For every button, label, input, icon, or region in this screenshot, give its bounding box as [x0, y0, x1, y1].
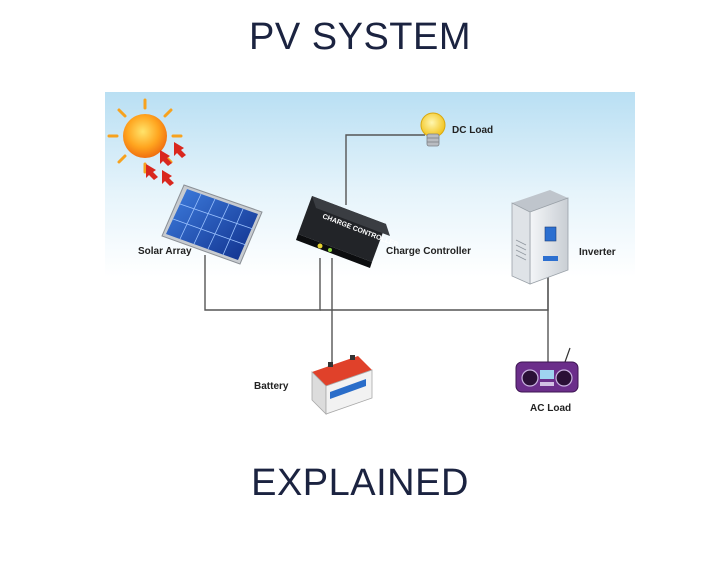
- sun-icon: [107, 98, 183, 174]
- charge-controller-label: Charge Controller: [386, 246, 472, 257]
- light-bulb-icon: [420, 112, 446, 147]
- radio-icon: [515, 347, 579, 393]
- page-title: PV SYSTEM: [249, 16, 471, 58]
- solar-panel-icon: [161, 184, 263, 265]
- solar-array-label: Solar Array: [138, 246, 192, 257]
- wiring: [204, 134, 549, 362]
- wire-solar: [204, 255, 321, 311]
- page-subtitle: EXPLAINED: [251, 462, 469, 504]
- battery-icon: [311, 355, 373, 415]
- wire-bus: [320, 275, 549, 311]
- battery-label: Battery: [254, 381, 289, 392]
- inverter-label: Inverter: [579, 247, 616, 258]
- inverter-icon: [511, 190, 569, 285]
- wire-dc-load: [345, 134, 425, 205]
- dc-load-label: DC Load: [452, 125, 494, 136]
- sunlight-arrows-icon: [146, 142, 186, 186]
- charge-controller-icon: CHARGE CONTROLLER: [296, 196, 399, 268]
- ac-load-label: AC Load: [530, 403, 572, 414]
